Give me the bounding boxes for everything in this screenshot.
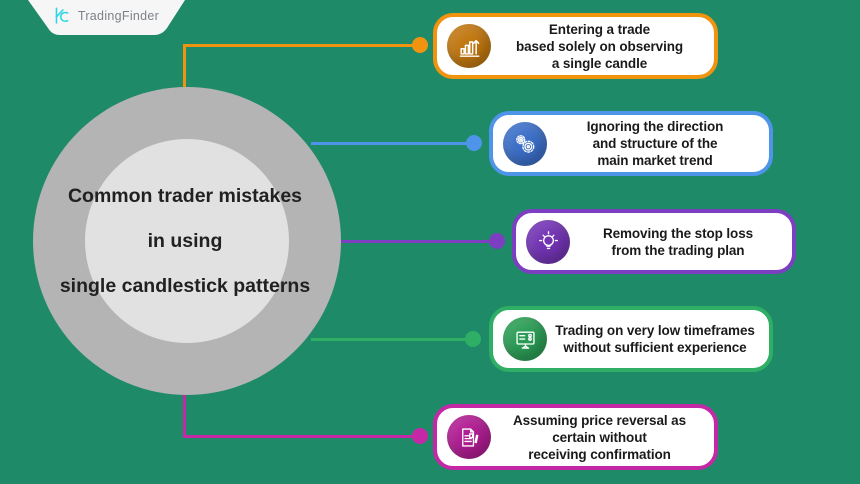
gears-icon	[515, 135, 534, 153]
connector-dot	[465, 331, 481, 347]
connector-dot	[489, 233, 505, 249]
mistake-icon-badge	[447, 415, 491, 459]
connector-line	[183, 44, 415, 47]
brand-logo: TradingFinder	[36, 2, 176, 30]
main-title-line1: Common trader mistakes	[67, 185, 303, 207]
mistake-text: Assuming price reversal as certain witho…	[491, 412, 714, 463]
banner-shape	[28, 0, 185, 35]
main-title: Common trader mistakes in using single c…	[25, 185, 345, 297]
brand-name: TradingFinder	[77, 9, 160, 23]
main-title-line3: single candlestick patterns	[59, 275, 311, 297]
connector-dot	[412, 428, 428, 444]
mistake-text-line: a single candle	[551, 55, 648, 71]
connector-line	[183, 392, 186, 438]
connector-line	[311, 142, 474, 145]
mistake-icon-badge	[526, 219, 570, 264]
mistake-text: Trading on very low timeframes without s…	[547, 322, 769, 356]
connector-line	[311, 338, 473, 341]
connector-line	[335, 240, 497, 243]
mistake-box-ignoring-trend: Ignoring the direction and structure of …	[489, 111, 773, 176]
document-pen-icon	[461, 427, 478, 447]
mistake-box-assuming-reversal: Assuming price reversal as certain witho…	[433, 404, 718, 470]
mistake-text: Removing the stop loss from the trading …	[570, 225, 792, 259]
main-title-line2: in using	[147, 230, 223, 252]
mistake-text-line: and structure of the	[592, 136, 718, 151]
mistake-text-line: main market trend	[597, 153, 713, 168]
mistake-text-line: certain without	[552, 429, 647, 445]
mistake-text-line: Assuming price reversal as	[513, 412, 686, 428]
mistake-icon-badge	[503, 121, 547, 166]
mistake-box-low-timeframes: Trading on very low timeframes without s…	[489, 306, 773, 372]
connector-dot	[412, 37, 428, 53]
connector-dot	[466, 135, 482, 151]
mistake-box-single-candle-entry: Entering a trade based solely on observi…	[433, 13, 718, 79]
monitor-settings-icon	[515, 331, 535, 349]
brand-banner	[28, 0, 185, 35]
bar-chart-growth-icon	[459, 39, 479, 57]
mistake-text-line: without sufficient experience	[563, 340, 747, 355]
central-circle-inner	[85, 139, 289, 343]
mistake-text-line: receiving confirmation	[528, 446, 671, 462]
mistake-text-line: Ignoring the direction	[586, 119, 724, 134]
mistake-text: Entering a trade based solely on observi…	[491, 21, 714, 72]
mistake-text: Ignoring the direction and structure of …	[547, 118, 769, 169]
connector-line	[183, 44, 186, 91]
connector-line	[183, 435, 415, 438]
mistake-icon-badge	[503, 317, 547, 361]
mistake-text-line: Removing the stop loss	[602, 225, 754, 241]
lightbulb-icon	[538, 231, 558, 250]
mistake-text-line: Trading on very low timeframes	[555, 323, 755, 338]
central-circle-outer	[33, 87, 341, 395]
mistake-icon-badge	[447, 24, 491, 68]
mistake-text-line: based solely on observing	[515, 38, 684, 54]
tradingfinder-logo-icon	[55, 7, 69, 24]
mistake-box-removing-stop-loss: Removing the stop loss from the trading …	[512, 209, 796, 274]
mistake-text-line: from the trading plan	[611, 242, 745, 258]
mistake-text-line: Entering a trade	[548, 21, 651, 37]
